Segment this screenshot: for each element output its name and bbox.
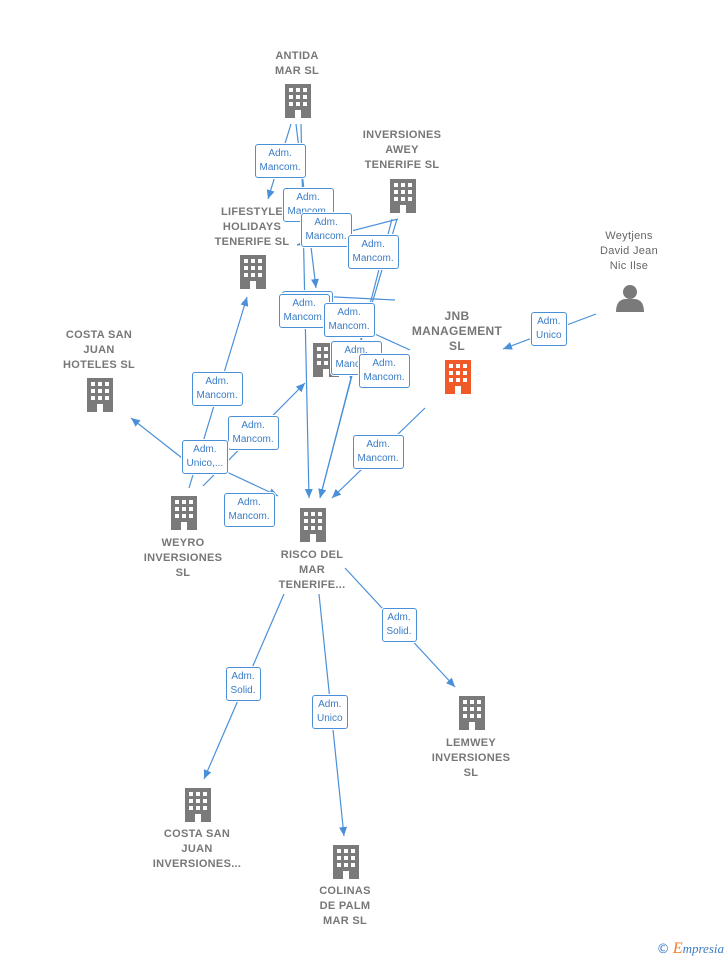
edge-role-label: Adm.Mancom. bbox=[191, 372, 243, 406]
nodes-layer bbox=[87, 84, 644, 879]
edge-role-label: Adm.Mancom. bbox=[254, 144, 306, 178]
antida-building-icon[interactable] bbox=[285, 84, 311, 118]
awey-building-icon[interactable] bbox=[390, 179, 416, 213]
lifestyle-building-icon[interactable] bbox=[240, 255, 266, 289]
weytjens-person-icon[interactable] bbox=[616, 285, 644, 312]
jnb-building-icon[interactable] bbox=[445, 360, 471, 394]
edge-role-label: Adm.Mancom. bbox=[223, 493, 275, 527]
costa-inversiones-building-icon[interactable] bbox=[185, 788, 211, 822]
edge-role-label: Adm.Solid. bbox=[381, 608, 417, 642]
edge-role-label: Adm.Mancom. bbox=[300, 213, 352, 247]
edge-role-label: Adm.Mancom. bbox=[323, 303, 375, 337]
edge-role-label: Adm.Mancom. bbox=[352, 435, 404, 469]
brand-name: mpresia bbox=[682, 941, 724, 956]
edge-role-label: Adm.Unico bbox=[312, 695, 348, 729]
costa-hoteles-building-icon[interactable] bbox=[87, 378, 113, 412]
edge-role-label: Adm.Mancom. bbox=[227, 416, 279, 450]
brand-initial: E bbox=[672, 940, 683, 957]
brand-footer: © Empresia bbox=[657, 940, 724, 958]
edge-role-label: Adm.Unico bbox=[531, 312, 567, 346]
edge-role-label: Adm.Solid. bbox=[225, 667, 261, 701]
edge-role-label: Adm.Mancom. bbox=[347, 235, 399, 269]
edge-role-label: Adm.Unico,... bbox=[181, 440, 229, 474]
copyright-symbol: © bbox=[656, 942, 670, 957]
edge-role-label: Adm.Mancom. bbox=[358, 354, 410, 388]
edge-role-label: Adm.Mancom. bbox=[278, 294, 330, 328]
lemwey-building-icon[interactable] bbox=[459, 696, 485, 730]
risco-building-icon[interactable] bbox=[300, 508, 326, 542]
weyro-building-icon[interactable] bbox=[171, 496, 197, 530]
colinas-building-icon[interactable] bbox=[333, 845, 359, 879]
